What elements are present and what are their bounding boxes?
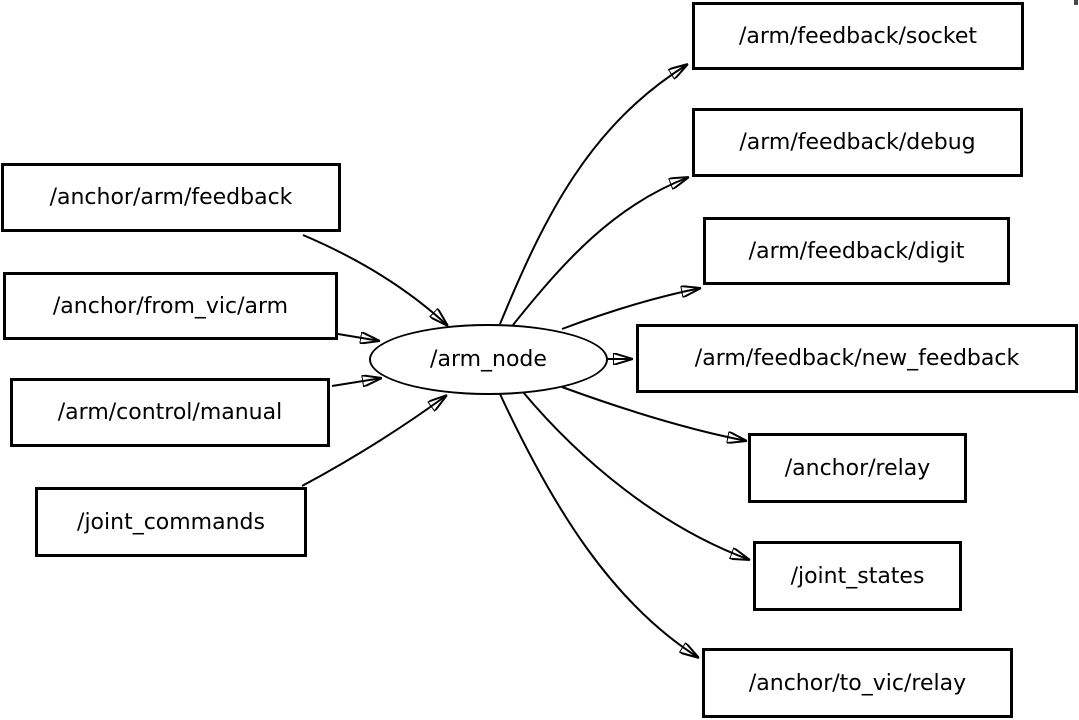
topic-label: /arm/feedback/new_feedback xyxy=(694,346,1020,371)
topic-label: /joint_states xyxy=(790,563,925,589)
topic-box-arm-control-manual: /arm/control/manual xyxy=(10,378,330,447)
edge-arm-node-to-arm-feedback-socket xyxy=(499,64,688,325)
edge-arm-control-manual-to-arm-node xyxy=(331,378,382,386)
edge-arm-node-to-anchor-to-vic-relay xyxy=(499,393,699,658)
topic-box-joint-commands: /joint_commands xyxy=(35,487,307,557)
corner-artifact xyxy=(1074,0,1078,5)
edge-anchor-arm-feedback-to-arm-node xyxy=(302,234,448,326)
topic-label: /arm/feedback/socket xyxy=(738,23,977,49)
topic-label: /arm/feedback/digit xyxy=(748,238,965,264)
node-label: /arm_node xyxy=(430,347,547,372)
topic-label: /anchor/from_vic/arm xyxy=(52,293,289,319)
topic-label: /joint_commands xyxy=(77,509,265,535)
topic-label: /anchor/to_vic/relay xyxy=(748,670,967,696)
topic-box-arm-feedback-socket: /arm/feedback/socket xyxy=(692,2,1024,70)
topic-label: /arm/control/manual xyxy=(57,400,283,425)
topic-box-anchor-arm-feedback: /anchor/arm/feedback xyxy=(1,163,341,232)
topic-box-joint-states: /joint_states xyxy=(753,541,962,611)
edge-arm-node-to-joint-states xyxy=(522,391,750,560)
topic-label: /anchor/relay xyxy=(784,455,931,481)
edge-joint-commands-to-arm-node xyxy=(301,395,447,487)
topic-box-arm-feedback-digit: /arm/feedback/digit xyxy=(703,217,1010,285)
topic-box-arm-feedback-debug: /arm/feedback/debug xyxy=(692,108,1023,177)
edge-anchor-from-vic-arm-to-arm-node xyxy=(337,334,380,341)
edge-arm-node-to-anchor-relay xyxy=(561,386,747,441)
topic-label: /anchor/arm/feedback xyxy=(49,185,293,210)
edge-arm-node-to-arm-feedback-digit xyxy=(561,288,701,330)
topic-label: /arm/feedback/debug xyxy=(739,130,976,155)
edge-arm-node-to-arm-feedback-debug xyxy=(512,177,689,326)
topic-box-anchor-to-vic-relay: /anchor/to_vic/relay xyxy=(702,648,1013,718)
topic-box-anchor-relay: /anchor/relay xyxy=(748,433,967,503)
topic-box-arm-feedback-new-feedback: /arm/feedback/new_feedback xyxy=(636,324,1078,393)
topic-box-anchor-from-vic-arm: /anchor/from_vic/arm xyxy=(3,272,338,340)
node-ellipse-arm-node: /arm_node xyxy=(369,324,608,395)
